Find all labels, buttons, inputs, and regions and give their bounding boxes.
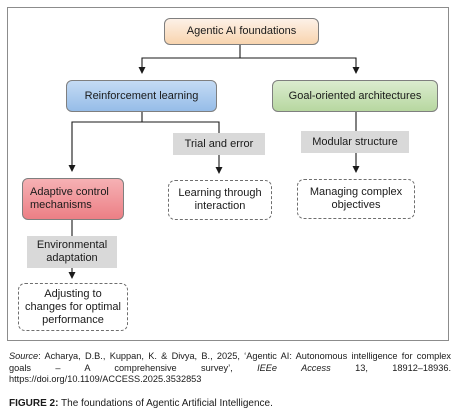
node-goal-oriented-architectures: Goal-oriented architectures xyxy=(272,80,438,112)
node-adaptive-control-mechanisms: Adaptive control mechanisms xyxy=(22,178,124,220)
edge-reinforcement-to-adaptive xyxy=(68,121,142,172)
edge-root-to-goal xyxy=(240,57,360,74)
source-label: Source xyxy=(9,351,39,361)
connector-lines xyxy=(68,45,360,279)
node-learning-through-interaction: Learning through interaction xyxy=(168,180,272,220)
label-environmental-adaptation: Environmental adaptation xyxy=(27,236,117,268)
node-label: Agentic AI foundations xyxy=(186,25,297,37)
figure-caption: FIGURE 2: The foundations of Agentic Art… xyxy=(9,398,273,409)
figure-source-citation: Source: Acharya, D.B., Kuppan, K. & Divy… xyxy=(9,351,452,385)
node-reinforcement-learning: Reinforcement learning xyxy=(66,80,217,112)
node-label: Reinforcement learning xyxy=(84,89,199,102)
node-agentic-ai-foundations: Agentic AI foundations xyxy=(164,18,319,45)
node-managing-complex-objectives: Managing complex objectives xyxy=(297,179,415,219)
diagram-frame xyxy=(7,7,449,341)
edge-reinforcement-to-trial xyxy=(142,121,223,174)
figure-number: FIGURE 2: xyxy=(9,398,59,409)
node-label: Goal-oriented architectures xyxy=(288,89,422,102)
node-adjusting-to-changes: Adjusting to changes for optimal perform… xyxy=(18,283,128,331)
label-modular-structure: Modular structure xyxy=(301,131,409,153)
label-trial-and-error: Trial and error xyxy=(173,133,265,155)
journal-name: IEEe Access xyxy=(257,362,331,373)
edge-root-to-reinforcement xyxy=(138,57,240,74)
node-label: Adaptive control mechanisms xyxy=(30,186,109,211)
